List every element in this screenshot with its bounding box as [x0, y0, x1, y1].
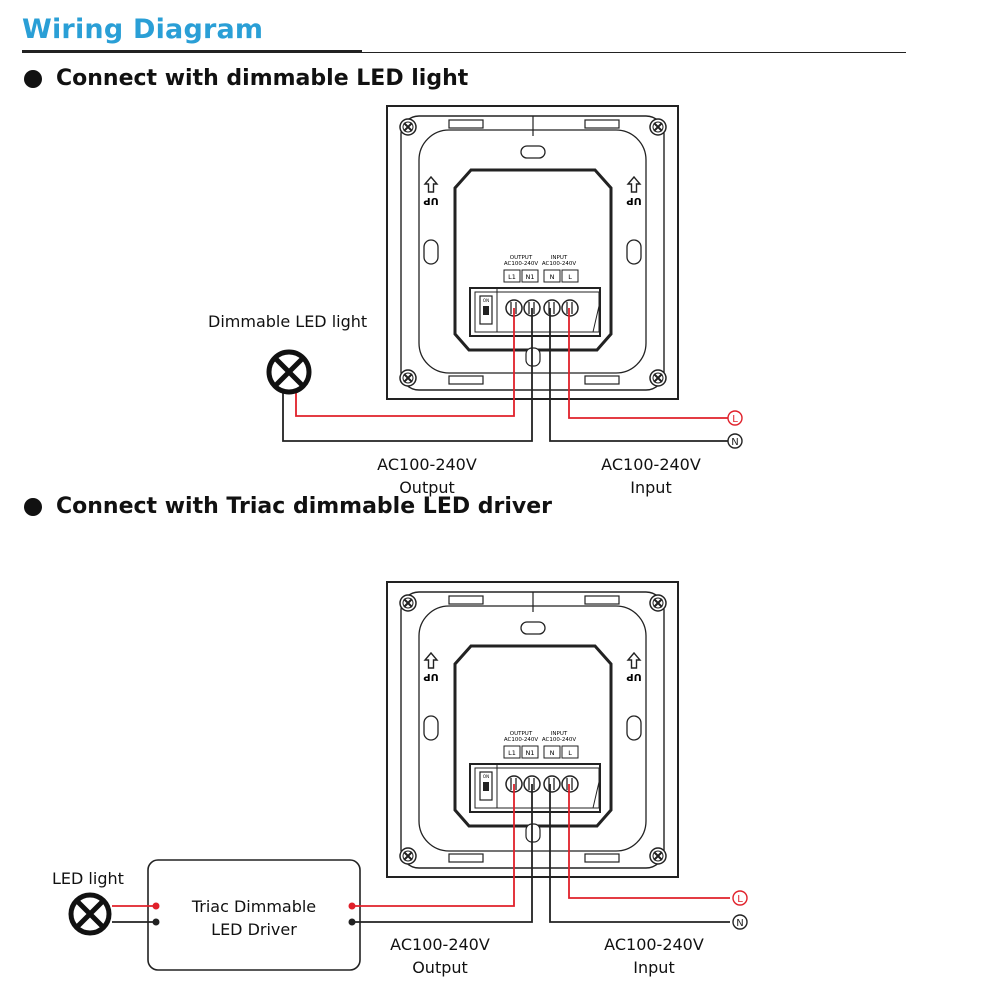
input-header-voltage: AC100-240V: [542, 261, 576, 267]
led-driver-box: [147, 859, 361, 971]
driver-label: Triac Dimmable LED Driver: [170, 895, 338, 941]
terminal-label-n1: N1: [526, 749, 535, 757]
output-voltage-text: AC100-240V: [377, 455, 477, 474]
live-marker: L: [727, 410, 743, 426]
live-marker: L: [732, 890, 748, 906]
output-header: OUTPUT: [510, 255, 533, 261]
led-light-icon: [68, 892, 112, 936]
screw-icon: [399, 847, 417, 865]
terminal-label-l: L: [568, 749, 572, 757]
up-label: UP: [423, 671, 438, 682]
output-header-voltage: AC100-240V: [504, 261, 538, 267]
driver-input-neutral-dot: [348, 918, 356, 926]
input-voltage-label: AC100-240V Input: [597, 933, 711, 979]
led-light-icon: [266, 349, 312, 395]
screw-icon: [399, 369, 417, 387]
input-header: INPUT: [551, 255, 568, 261]
title-rule: [360, 52, 906, 53]
svg-text:N: N: [736, 918, 743, 929]
up-label: UP: [423, 195, 438, 206]
input-text: Input: [633, 958, 675, 977]
section-2-heading: Connect with Triac dimmable LED driver: [24, 494, 552, 519]
neutral-marker: N: [732, 914, 748, 930]
wires-section-2: [112, 784, 730, 923]
up-label: UP: [626, 195, 641, 206]
input-voltage-label: AC100-240V Input: [594, 453, 708, 499]
svg-text:L: L: [732, 414, 738, 425]
screw-icon: [649, 118, 667, 136]
terminal-label-n1: N1: [526, 273, 535, 281]
terminal-label-n: N: [550, 749, 555, 757]
terminal-label-l1: L1: [508, 273, 516, 281]
screw-icon: [399, 594, 417, 612]
driver-output-live-dot: [152, 902, 160, 910]
section-2-heading-text: Connect with Triac dimmable LED driver: [56, 494, 553, 519]
output-voltage-label: AC100-240V Output: [370, 453, 484, 499]
input-voltage-text: AC100-240V: [601, 455, 701, 474]
bullet-icon: [24, 497, 42, 516]
driver-label-line-2: LED Driver: [211, 920, 297, 939]
driver-input-live-dot: [348, 902, 356, 910]
input-text: Input: [630, 478, 672, 497]
input-header: INPUT: [551, 731, 568, 737]
input-header-voltage: AC100-240V: [542, 737, 576, 743]
output-voltage-text: AC100-240V: [390, 935, 490, 954]
terminal-label-l: L: [568, 273, 572, 281]
screw-icon: [649, 594, 667, 612]
dimmable-led-light-label: Dimmable LED light: [208, 312, 368, 331]
bullet-icon: [24, 69, 42, 88]
terminal-label-l1: L1: [508, 749, 516, 757]
input-voltage-text: AC100-240V: [604, 935, 704, 954]
output-header: OUTPUT: [510, 731, 533, 737]
wires-section-1: [282, 308, 730, 442]
up-label: UP: [626, 671, 641, 682]
terminal-screw-icon: [561, 775, 579, 793]
terminal-screw-icon: [543, 775, 561, 793]
title-underline: [22, 50, 362, 53]
terminal-screw-icon: [543, 299, 561, 317]
led-light-label: LED light: [52, 869, 124, 888]
neutral-marker: N: [727, 433, 743, 449]
screw-icon: [649, 369, 667, 387]
terminal-label-n: N: [550, 273, 555, 281]
svg-text:L: L: [737, 894, 743, 905]
terminal-screw-icon: [561, 299, 579, 317]
switch-label: ON: [483, 298, 489, 303]
output-text: Output: [412, 958, 468, 977]
driver-label-line-1: Triac Dimmable: [191, 897, 317, 916]
driver-output-neutral-dot: [152, 918, 160, 926]
section-1-heading: Connect with dimmable LED light: [24, 66, 468, 91]
output-text: Output: [399, 478, 455, 497]
switch-label: ON: [483, 774, 489, 779]
output-header-voltage: AC100-240V: [504, 737, 538, 743]
screw-icon: [649, 847, 667, 865]
page-title: Wiring Diagram: [22, 14, 264, 45]
screw-icon: [399, 118, 417, 136]
svg-text:N: N: [731, 437, 738, 448]
section-1-heading-text: Connect with dimmable LED light: [56, 66, 469, 91]
output-voltage-label: AC100-240V Output: [383, 933, 497, 979]
